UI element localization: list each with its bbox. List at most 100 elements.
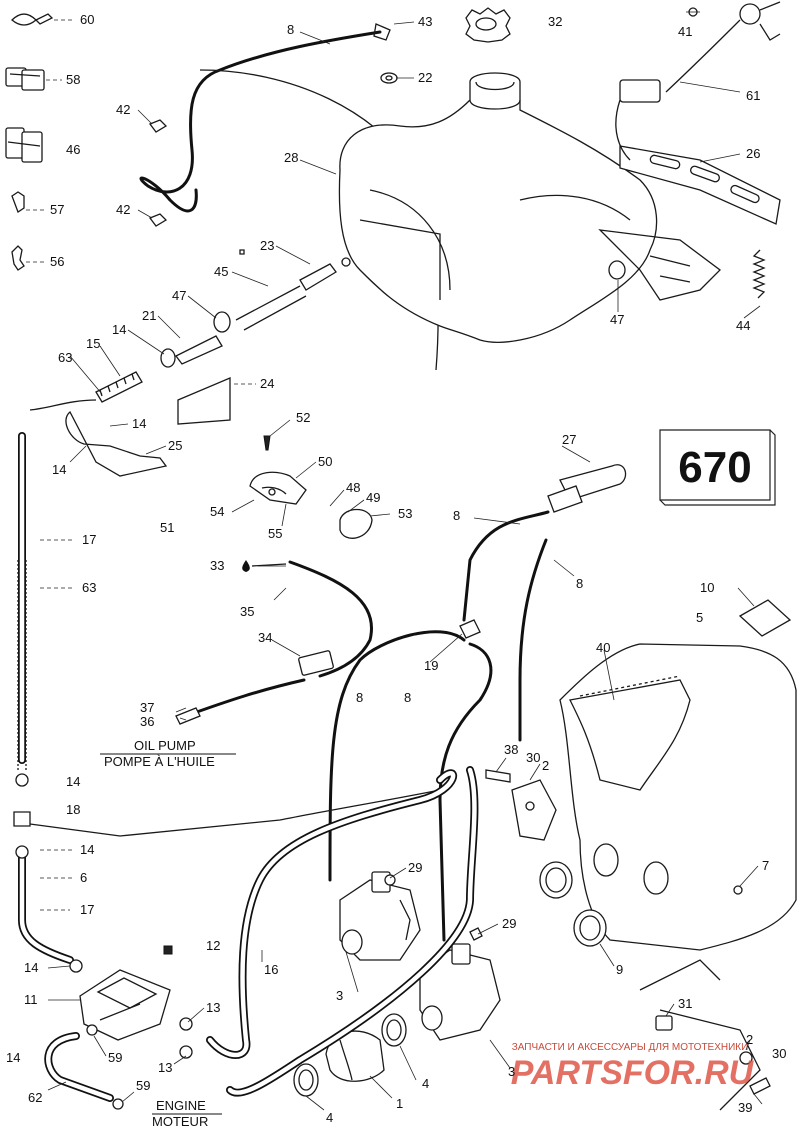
- callout-53: 53: [398, 506, 412, 521]
- callout-5: 5: [696, 610, 703, 625]
- connector-part-58: [5, 67, 45, 91]
- callout-43: 43: [418, 14, 432, 29]
- callout-36: 36: [140, 714, 154, 729]
- callout-labels: 60 58 46 57 56 8 43 22 32 41 61 42 42 28…: [6, 12, 786, 1125]
- vent-hose-17: [17, 432, 74, 964]
- fuel-tank-28: [338, 72, 658, 343]
- callout-17b: 17: [80, 902, 94, 917]
- primer-hose-62: [44, 1032, 114, 1102]
- callout-14a: 14: [112, 322, 126, 337]
- callout-8e: 8: [404, 690, 411, 705]
- callout-3a: 3: [336, 988, 343, 1003]
- callout-45: 45: [214, 264, 228, 279]
- callout-8d: 8: [356, 690, 363, 705]
- grommet-47b: [608, 260, 626, 280]
- throttle-handle-27: [547, 464, 627, 513]
- decal-24: [177, 377, 231, 425]
- callout-4a: 4: [422, 1076, 429, 1091]
- connector-part-46: [5, 127, 43, 163]
- callout-50: 50: [318, 454, 332, 469]
- callout-41: 41: [678, 24, 692, 39]
- engine-caption-en: ENGINE: [156, 1098, 206, 1113]
- callout-27: 27: [562, 432, 576, 447]
- watermark-tagline: ЗАПЧАСТИ И АКСЕССУАРЫ ДЛЯ МОТОТЕХНИКИ: [512, 1042, 749, 1053]
- fittings-left: [13, 773, 441, 859]
- grommet-42a: [148, 119, 168, 133]
- callout-59b: 59: [136, 1078, 150, 1093]
- callout-17a: 17: [82, 532, 96, 547]
- callout-18: 18: [66, 802, 80, 817]
- callout-61: 61: [746, 88, 760, 103]
- watermark: ЗАПЧАСТИ И АКСЕССУАРЫ ДЛЯ МОТОТЕХНИКИ PA…: [511, 1042, 755, 1092]
- bracket-50: [249, 435, 307, 505]
- callout-63b: 63: [82, 580, 96, 595]
- callout-57: 57: [50, 202, 64, 217]
- callout-24: 24: [260, 376, 274, 391]
- callout-14c: 14: [52, 462, 66, 477]
- callout-8c: 8: [576, 576, 583, 591]
- cap-53: [339, 508, 373, 539]
- callout-42b: 42: [116, 202, 130, 217]
- fuel-pump-11: [79, 969, 171, 1041]
- callout-51: 51: [160, 520, 174, 535]
- callout-13b: 13: [158, 1060, 172, 1075]
- callout-47a: 47: [172, 288, 186, 303]
- callout-4b: 4: [326, 1110, 333, 1125]
- throttle-cables-8: [328, 510, 550, 942]
- clamps-4: [293, 1013, 407, 1097]
- watermark-brand: PARTSFOR.RU: [511, 1054, 755, 1092]
- callout-13a: 13: [206, 1000, 220, 1015]
- callout-14b: 14: [132, 416, 146, 431]
- diagram-number: 670: [678, 443, 751, 492]
- engine-caption-fr: MOTEUR: [152, 1114, 208, 1129]
- callout-23: 23: [260, 238, 274, 253]
- callout-19: 19: [424, 658, 438, 673]
- cable-tie-part: [11, 13, 54, 26]
- callout-31: 31: [678, 996, 692, 1011]
- callout-32: 32: [548, 14, 562, 29]
- callout-40: 40: [596, 640, 610, 655]
- callout-48: 48: [346, 480, 360, 495]
- callout-58: 58: [66, 72, 80, 87]
- callout-59a: 59: [108, 1050, 122, 1065]
- callout-14d: 14: [66, 774, 80, 789]
- fuel-cap-32: [465, 7, 511, 43]
- callout-35: 35: [240, 604, 254, 619]
- callout-10: 10: [700, 580, 714, 595]
- decal-10: [738, 599, 792, 637]
- fuel-hoses-12-16: [206, 766, 479, 1097]
- airbox-40: [559, 643, 797, 951]
- callout-22: 22: [418, 70, 432, 85]
- oil-pump-cable: [175, 560, 373, 725]
- callout-30a: 30: [526, 750, 540, 765]
- callout-46: 46: [66, 142, 80, 157]
- callout-39: 39: [738, 1100, 752, 1115]
- callout-33: 33: [210, 558, 224, 573]
- callout-34: 34: [258, 630, 272, 645]
- fuel-valve-line: [29, 263, 337, 477]
- callout-2b: 2: [746, 1032, 753, 1047]
- callout-11: 11: [24, 992, 38, 1007]
- callout-25: 25: [168, 438, 182, 453]
- spring-44: [752, 249, 766, 299]
- callout-29b: 29: [502, 916, 516, 931]
- callout-44: 44: [736, 318, 750, 333]
- callout-42a: 42: [116, 102, 130, 117]
- bracket-lower-right: [639, 959, 771, 1111]
- washer-22: [380, 72, 398, 84]
- carburetor-lower: [419, 943, 501, 1041]
- callout-29a: 29: [408, 860, 422, 875]
- grommet-42b: [148, 213, 168, 227]
- leader-lines: [26, 11, 763, 1111]
- callout-3b: 3: [508, 1064, 515, 1079]
- oil-drop-icon: [242, 560, 250, 572]
- callout-14f: 14: [24, 960, 38, 975]
- clip-part-57: [11, 191, 25, 213]
- callout-54: 54: [210, 504, 224, 519]
- callout-14e: 14: [80, 842, 94, 857]
- callout-30b: 30: [772, 1046, 786, 1061]
- oil-pump-caption-en: OIL PUMP: [134, 738, 196, 753]
- callout-2a: 2: [542, 758, 549, 773]
- callout-8a: 8: [287, 22, 294, 37]
